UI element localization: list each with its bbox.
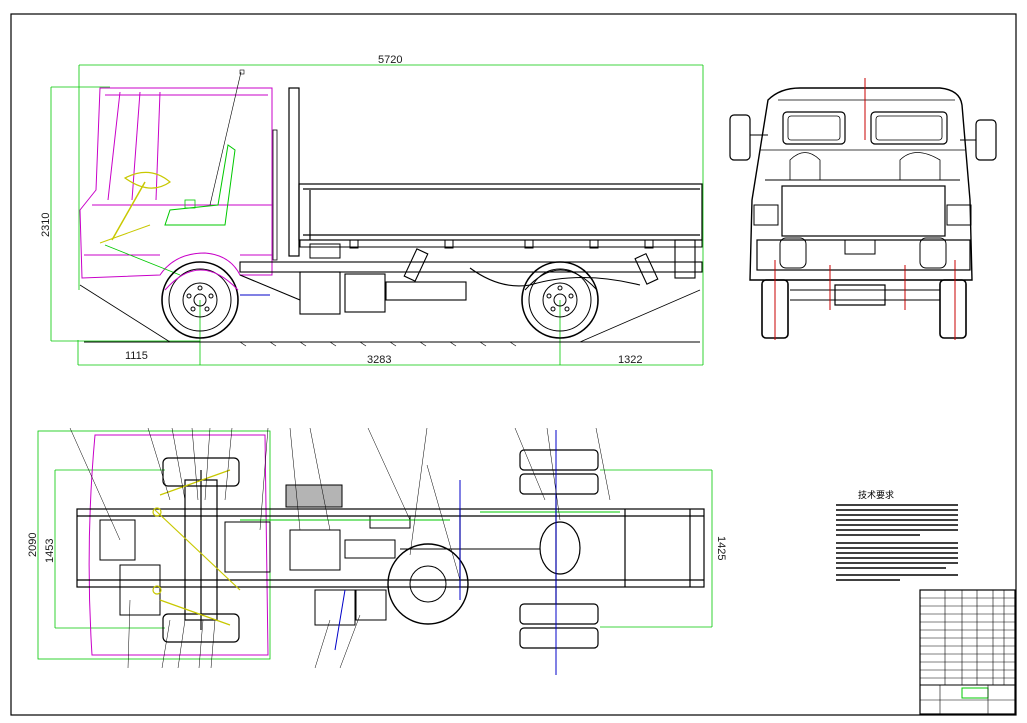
front-view xyxy=(729,78,997,340)
technical-requirements: 技术要求 xyxy=(836,489,958,581)
front-view-centerlines xyxy=(774,78,956,340)
headboard-post xyxy=(288,87,300,257)
tech-req-title: 技术要求 xyxy=(858,489,894,501)
rear-wheel xyxy=(521,261,599,339)
cab-footprint xyxy=(88,434,269,656)
chassis-frame xyxy=(76,508,705,588)
cab-outline xyxy=(79,87,273,279)
frame-rail xyxy=(239,239,703,315)
dim-front-overhang: 1115 xyxy=(125,350,148,362)
title-block xyxy=(919,589,1016,715)
cargo-box xyxy=(298,183,703,241)
cargo-crossmembers xyxy=(299,239,703,259)
top-dimension-lines xyxy=(37,430,713,660)
steering-linkage xyxy=(152,469,241,626)
dim-front-track: 1453 xyxy=(44,539,56,563)
top-view-centerlines xyxy=(334,430,557,675)
dim-overall-length: 5720 xyxy=(378,54,402,66)
spare-wheel xyxy=(387,543,469,625)
dim-overall-height: 2310 xyxy=(40,213,52,237)
cab-interior xyxy=(99,144,236,276)
top-view: 2090 1453 1425 xyxy=(27,427,727,675)
side-view: 5720 2310 1115 3283 1322 xyxy=(40,54,704,366)
dim-overall-width: 2090 xyxy=(27,533,39,557)
leader-lines xyxy=(69,427,611,669)
drivetrain xyxy=(99,484,540,626)
side-dimension-lines xyxy=(50,64,704,366)
dim-rear-track: 1425 xyxy=(715,536,727,560)
ground-hatching xyxy=(239,341,517,347)
front-wheel xyxy=(161,261,239,339)
dim-rear-overhang: 1322 xyxy=(618,354,642,366)
tech-req-text-lines xyxy=(836,504,958,581)
sheet-border xyxy=(10,13,1017,716)
dim-wheelbase: 3283 xyxy=(367,354,391,366)
pipes xyxy=(240,511,620,521)
